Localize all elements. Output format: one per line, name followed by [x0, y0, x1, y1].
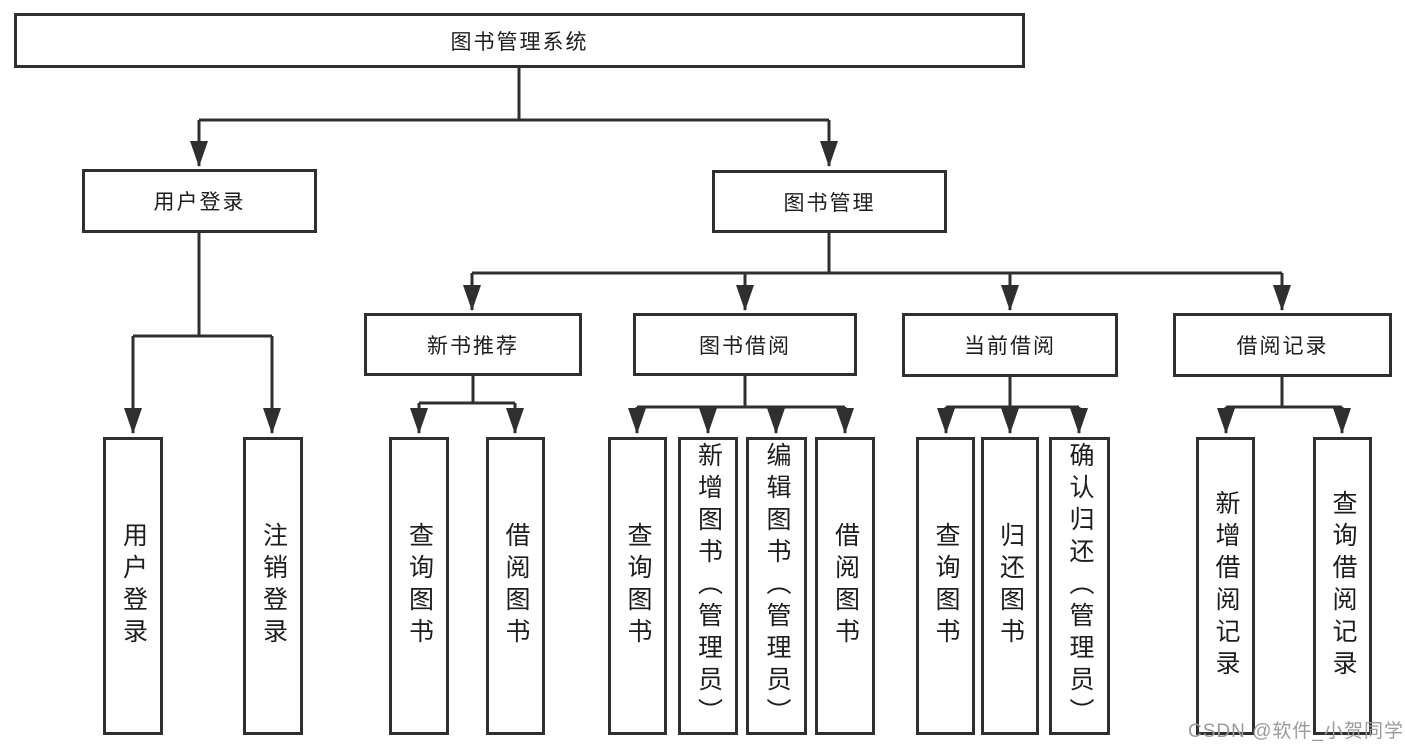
node-book-management-label: 图书管理 — [783, 191, 876, 215]
node-book-management: 图书管理 — [712, 170, 947, 233]
leaf-confirm-return-admin: 确认归还（管理员） — [1049, 437, 1110, 735]
leaf-bor-query-books-label: 查询图书 — [624, 522, 652, 650]
leaf-bor-borrow-books-label: 借阅图书 — [831, 522, 860, 650]
node-book-borrowing-label: 图书借阅 — [699, 334, 791, 358]
node-new-book-recommend-label: 新书推荐 — [427, 334, 519, 358]
node-borrowing-records-label: 借阅记录 — [1236, 335, 1329, 358]
leaf-cur-query-books-label: 查询图书 — [932, 522, 960, 650]
leaf-logout: 注销登录 — [243, 437, 303, 735]
leaf-rec-query-books-label: 查询图书 — [405, 522, 434, 650]
leaf-edit-books-admin: 编辑图书（管理员） — [746, 437, 807, 735]
node-user-login: 用户登录 — [82, 169, 317, 233]
leaf-logout-label: 注销登录 — [259, 522, 288, 650]
leaf-add-borrow-record-label: 新增借阅记录 — [1212, 490, 1240, 682]
node-book-borrowing: 图书借阅 — [633, 313, 857, 376]
node-borrowing-records: 借阅记录 — [1173, 313, 1392, 377]
node-user-login-label: 用户登录 — [153, 191, 246, 214]
leaf-user-login-label: 用户登录 — [119, 522, 148, 650]
node-library-system: 图书管理系统 — [14, 13, 1025, 68]
node-library-system-label: 图书管理系统 — [450, 30, 589, 54]
node-new-book-recommend: 新书推荐 — [364, 313, 582, 376]
leaf-user-login: 用户登录 — [103, 437, 163, 735]
leaf-return-books-label: 归还图书 — [996, 522, 1025, 650]
leaf-edit-books-admin-label: 编辑图书（管理员） — [763, 442, 791, 730]
csdn-watermark: CSDN @软件_小贺同学 — [1188, 721, 1404, 742]
node-current-borrowing-label: 当前借阅 — [964, 335, 1056, 358]
leaf-add-borrow-record: 新增借阅记录 — [1196, 437, 1255, 735]
leaf-bor-borrow-books: 借阅图书 — [815, 437, 875, 735]
leaf-query-borrow-record: 查询借阅记录 — [1313, 437, 1372, 735]
leaf-bor-query-books: 查询图书 — [608, 437, 667, 735]
leaf-add-books-admin: 新增图书（管理员） — [678, 437, 738, 735]
leaf-cur-query-books: 查询图书 — [916, 437, 975, 735]
leaf-confirm-return-admin-label: 确认归还（管理员） — [1066, 442, 1094, 730]
leaf-return-books: 归还图书 — [981, 437, 1039, 735]
leaf-rec-borrow-books: 借阅图书 — [486, 437, 545, 735]
leaf-rec-borrow-books-label: 借阅图书 — [502, 522, 530, 650]
node-current-borrowing: 当前借阅 — [902, 313, 1118, 377]
leaf-add-books-admin-label: 新增图书（管理员） — [694, 442, 723, 730]
leaf-query-borrow-record-label: 查询借阅记录 — [1329, 490, 1357, 682]
leaf-rec-query-books: 查询图书 — [389, 437, 449, 735]
connector-rails — [133, 68, 1342, 409]
